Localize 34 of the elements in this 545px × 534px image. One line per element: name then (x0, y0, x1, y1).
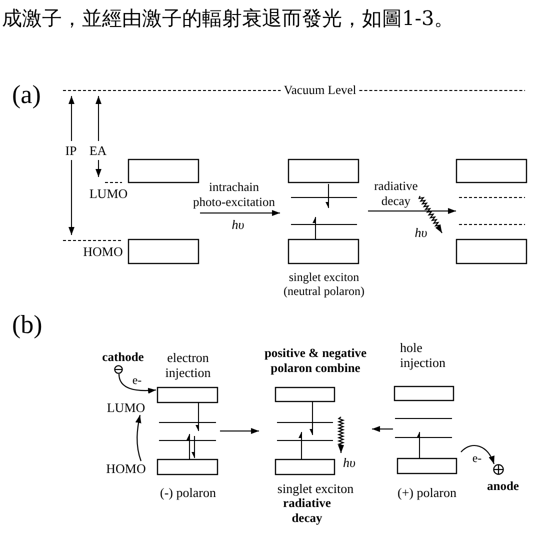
panel-label: (b) (12, 310, 42, 340)
state-caption: (+) polaron (396, 485, 458, 500)
process-label: positive & negative polaron combine (263, 346, 368, 376)
body-text: 成激子，並經由激子的輻射衰退而發光，如圖1-3。 (2, 5, 454, 31)
process-label: hole injection (400, 340, 446, 370)
state-caption: (-) polaron (159, 485, 217, 500)
photon-energy-label: hυ (232, 217, 244, 232)
dimension-label: IP (65, 143, 77, 158)
level-label: LUMO (106, 400, 146, 415)
dimension-label: EA (89, 143, 107, 158)
arrow (368, 208, 456, 214)
curved-arrow (136, 414, 142, 462)
electrode-label: anode (486, 479, 520, 493)
state-caption: singlet exciton (neutral polaron) (282, 270, 366, 298)
edge-label: e- (472, 452, 482, 464)
level-label: HOMO (83, 244, 123, 259)
arrow (200, 210, 280, 216)
curved-arrow (118, 374, 156, 394)
process-label: radiative decay (283, 496, 331, 526)
edge-label: intrachain photo-excitation (193, 180, 275, 210)
state-caption: singlet exciton (276, 481, 355, 496)
level-label: LUMO (89, 186, 128, 201)
arrow (220, 428, 259, 434)
arrow (372, 426, 393, 432)
photon-energy-label: hυ (343, 455, 356, 470)
level-label: Vacuum Level (284, 83, 356, 98)
panel-label: (a) (12, 80, 41, 110)
photon-energy-label: hυ (414, 225, 428, 240)
curved-arrow (460, 445, 495, 464)
level-label: HOMO (106, 461, 146, 476)
edge-label: radiative decay (374, 179, 418, 209)
process-label: electron injection (164, 350, 212, 380)
electrode-label: cathode (101, 351, 145, 364)
edge-label: e- (132, 374, 142, 386)
